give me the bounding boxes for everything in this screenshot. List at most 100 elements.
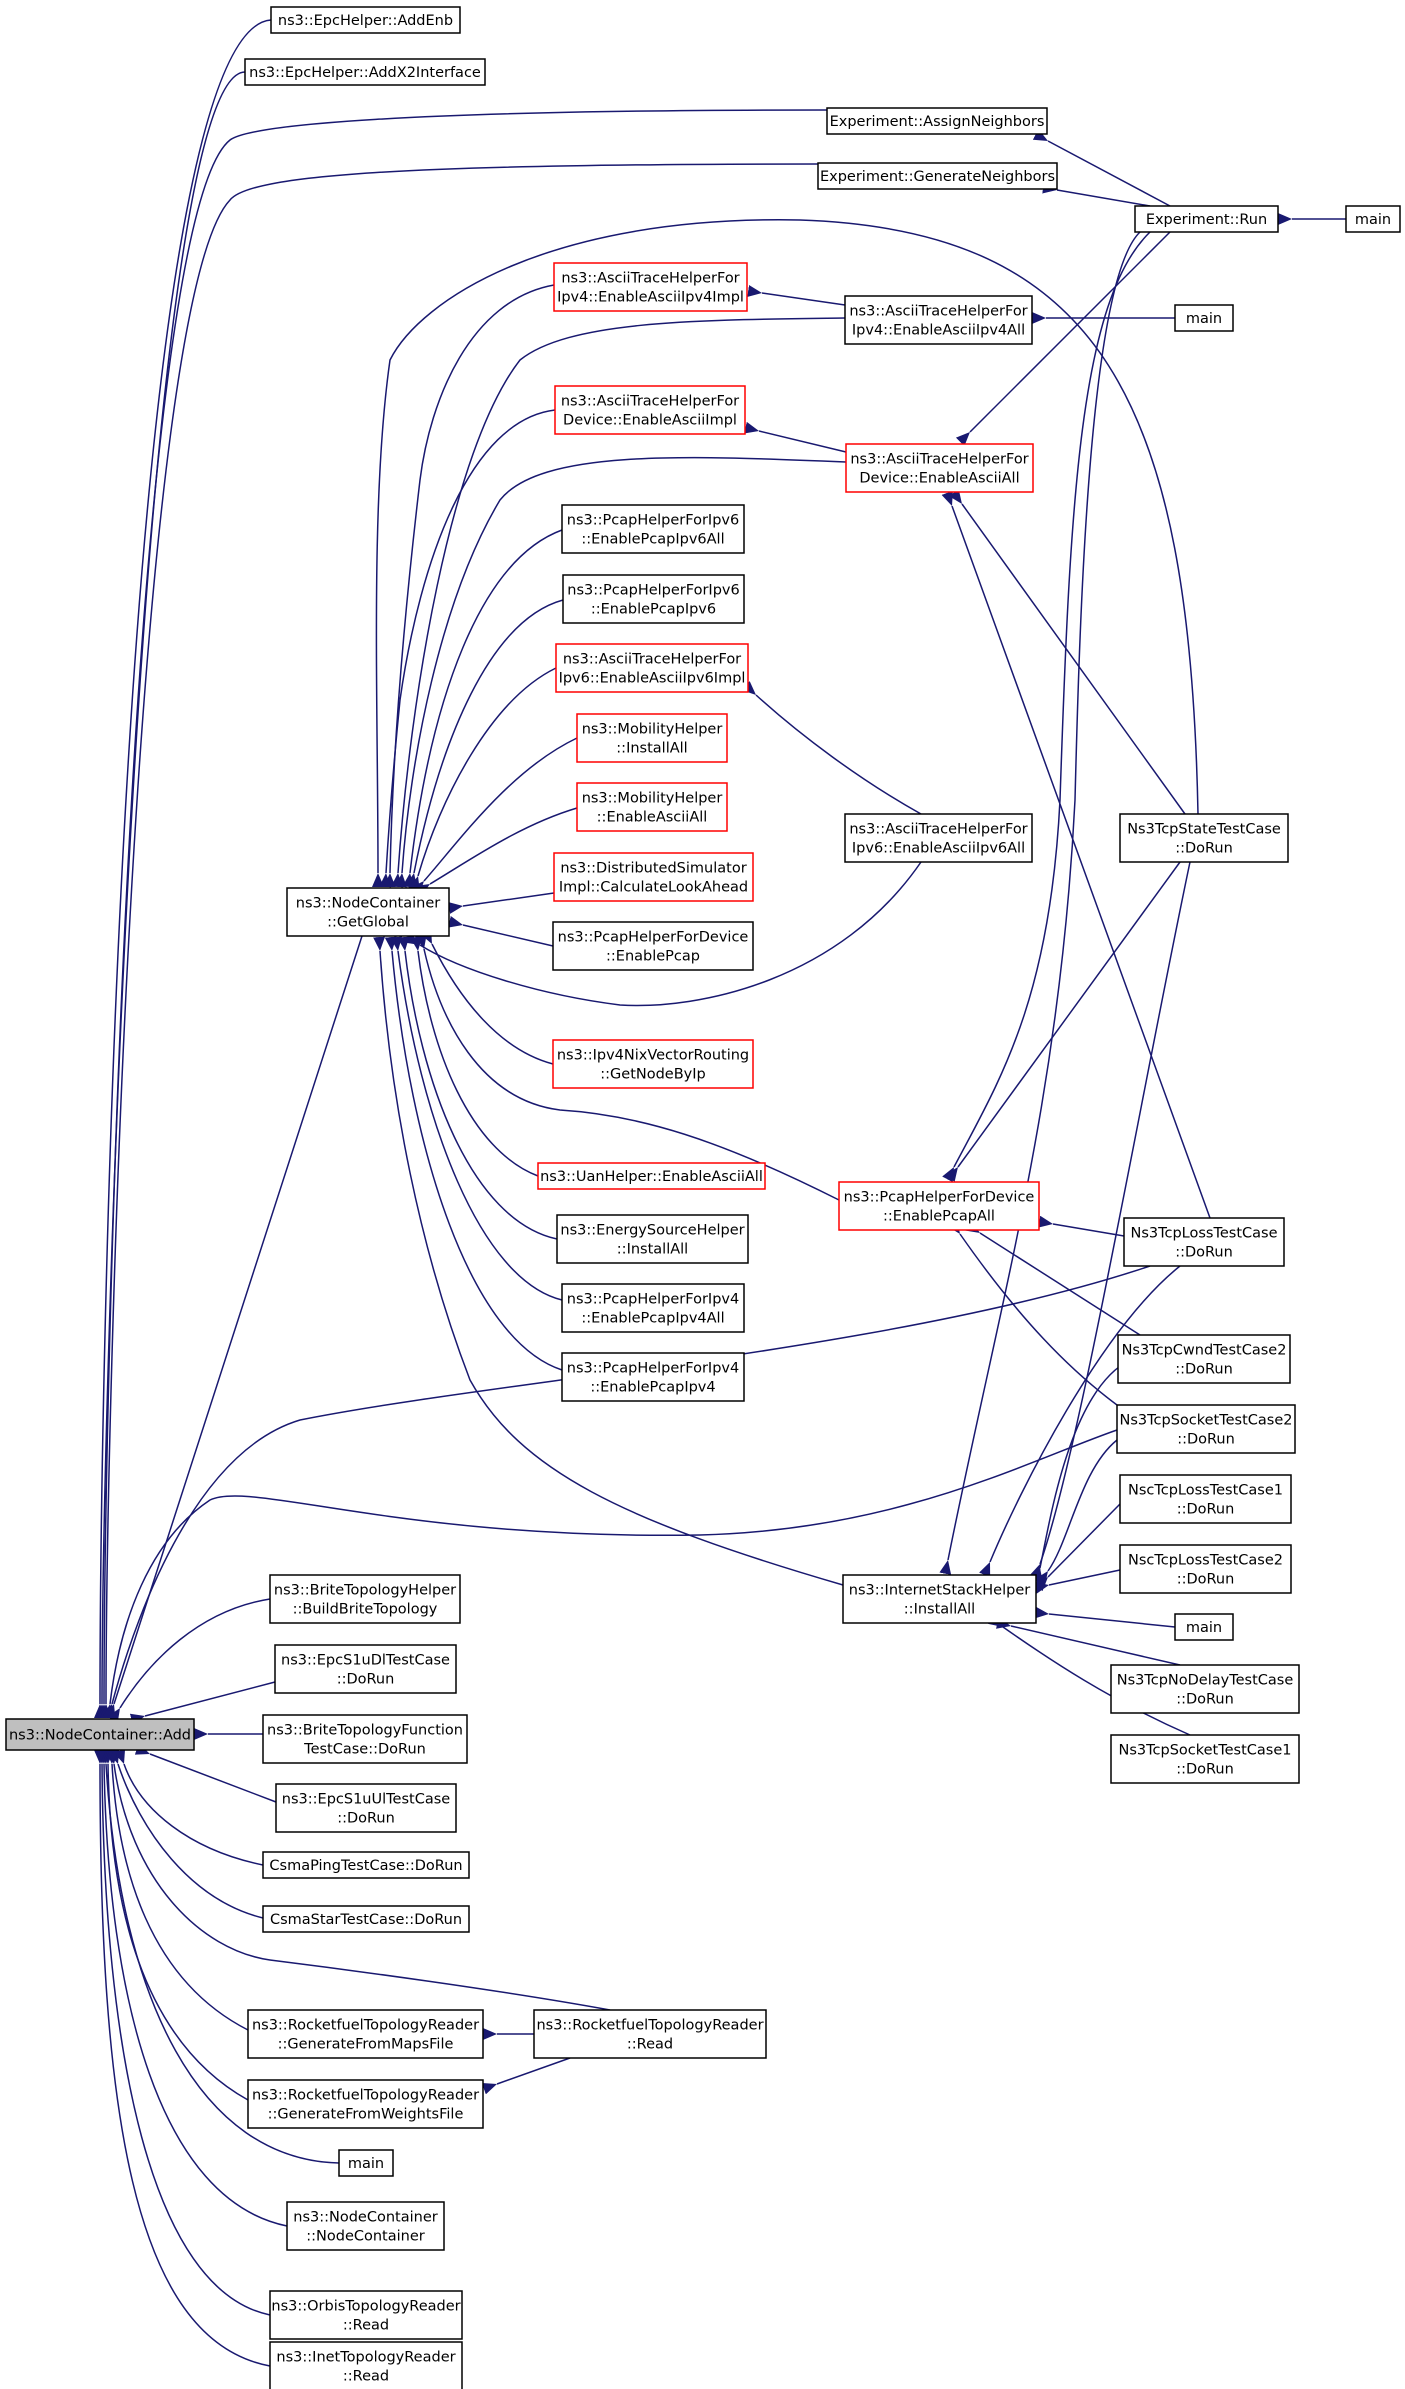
- node-ipv6all[interactable]: ns3::AsciiTraceHelperForIpv6::EnableAsci…: [844, 813, 1033, 863]
- node-main2[interactable]: main: [1174, 304, 1234, 332]
- edge-ipv6impl-to-getglobal: [408, 667, 557, 892]
- edge-pcapipv6-to-getglobal: [405, 599, 564, 888]
- node-nixvec[interactable]: ns3::Ipv4NixVectorRouting::GetNodeByIp: [552, 1039, 754, 1089]
- node-energy[interactable]: ns3::EnergySourceHelper::InstallAll: [556, 1214, 749, 1264]
- edge-rfweights-to-add: [101, 1749, 249, 2101]
- edge-ipv6all-to-ipv6impl: [741, 681, 922, 815]
- node-tcpsock2[interactable]: Ns3TcpSocketTestCase2::DoRun: [1116, 1404, 1296, 1454]
- node-box: [1119, 1544, 1292, 1594]
- node-box: [826, 107, 1048, 135]
- node-box: [553, 262, 748, 312]
- node-label: ns3::UanHelper::EnableAsciiAll: [540, 1169, 763, 1185]
- node-label: Experiment::AssignNeighbors: [830, 114, 1045, 130]
- edge-nixvec-to-getglobal: [420, 928, 554, 1065]
- edge-assign-to-add: [97, 109, 828, 1719]
- node-pcapipv4all[interactable]: ns3::PcapHelperForIpv4::EnablePcapIpv4Al…: [561, 1283, 745, 1333]
- node-assign[interactable]: Experiment::AssignNeighbors: [826, 107, 1048, 135]
- node-mobascii[interactable]: ns3::MobilityHelper::EnableAsciiAll: [576, 782, 728, 832]
- node-pcapipv6[interactable]: ns3::PcapHelperForIpv6::EnablePcapIpv6: [562, 574, 745, 624]
- edge-tcpsock1-to-inetstack: [988, 1614, 1191, 1736]
- node-label: ns3::EpcS1uUlTestCase: [282, 1792, 450, 1808]
- node-label: Ns3TcpStateTestCase: [1127, 822, 1281, 838]
- node-box: [1119, 813, 1289, 863]
- node-tcpsock1[interactable]: Ns3TcpSocketTestCase1::DoRun: [1110, 1734, 1300, 1784]
- node-main4[interactable]: main: [338, 2149, 394, 2177]
- node-label: ns3::PcapHelperForDevice: [558, 930, 749, 946]
- node-box: [269, 2341, 463, 2389]
- node-box: [1123, 1217, 1285, 1267]
- edge-mobascii-to-getglobal: [414, 807, 578, 897]
- node-label: ns3::NodeContainer: [293, 2210, 437, 2226]
- node-britefn[interactable]: ns3::BriteTopologyFunctionTestCase::DoRu…: [262, 1714, 468, 1764]
- node-pcapdev[interactable]: ns3::PcapHelperForDevice::EnablePcap: [552, 921, 754, 971]
- node-box: [561, 1352, 745, 1402]
- edge-rfread-to-add: [106, 1749, 611, 2011]
- node-ipv4all[interactable]: ns3::AsciiTraceHelperForIpv4::EnableAsci…: [844, 295, 1033, 345]
- node-main3[interactable]: main: [1174, 1613, 1234, 1641]
- node-box: [274, 1644, 457, 1694]
- node-label: ::DoRun: [1175, 1362, 1233, 1378]
- node-rfmaps[interactable]: ns3::RocketfuelTopologyReader::GenerateF…: [247, 2009, 484, 2059]
- node-label: ns3::MobilityHelper: [582, 791, 723, 807]
- node-nscloss2[interactable]: NscTcpLossTestCase2::DoRun: [1119, 1544, 1292, 1594]
- node-epcdl[interactable]: ns3::EpcS1uDlTestCase::DoRun: [274, 1644, 457, 1694]
- node-mobinst[interactable]: ns3::MobilityHelper::InstallAll: [576, 713, 728, 763]
- node-getglobal[interactable]: ns3::NodeContainer::GetGlobal: [286, 887, 450, 937]
- node-box: [552, 921, 754, 971]
- edge-csmaping-to-add: [113, 1748, 264, 1866]
- node-pcapipv6all[interactable]: ns3::PcapHelperForIpv6::EnablePcapIpv6Al…: [561, 504, 745, 554]
- node-add[interactable]: ns3::NodeContainer::Add: [5, 1718, 195, 1751]
- node-devall[interactable]: ns3::AsciiTraceHelperForDevice::EnableAs…: [845, 443, 1034, 493]
- node-nodecont[interactable]: ns3::NodeContainer::NodeContainer: [286, 2201, 445, 2251]
- edge-tcpcwnd2-to-pcapdevall: [964, 1220, 1141, 1336]
- node-label: ns3::RocketfuelTopologyReader: [252, 2088, 479, 2104]
- node-label: ::BuildBriteTopology: [293, 1602, 438, 1618]
- edge-tcploss-to-add: [102, 1265, 1151, 1720]
- node-pcapdevall[interactable]: ns3::PcapHelperForDevice::EnablePcapAll: [838, 1181, 1040, 1231]
- node-label: ns3::PcapHelperForIpv4: [567, 1292, 739, 1308]
- node-exprun[interactable]: Experiment::Run: [1134, 205, 1279, 233]
- node-box: [1134, 205, 1279, 233]
- edge-tcpcwnd2-to-inetstack: [1031, 1359, 1131, 1583]
- node-pcapipv4[interactable]: ns3::PcapHelperForIpv4::EnablePcapIpv4: [561, 1352, 745, 1402]
- node-box: [262, 1851, 470, 1879]
- node-label: ::DoRun: [1175, 1245, 1233, 1261]
- node-uan[interactable]: ns3::UanHelper::EnableAsciiAll: [537, 1162, 766, 1190]
- node-addenb[interactable]: ns3::EpcHelper::AddEnb: [270, 6, 461, 34]
- node-addx2[interactable]: ns3::EpcHelper::AddX2Interface: [244, 58, 486, 86]
- node-box: [269, 2290, 463, 2340]
- node-box: [556, 1214, 749, 1264]
- node-label: ::DoRun: [1177, 1502, 1235, 1518]
- node-brite[interactable]: ns3::BriteTopologyHelper::BuildBriteTopo…: [269, 1574, 461, 1624]
- node-rfread[interactable]: ns3::RocketfuelTopologyReader::Read: [533, 2009, 767, 2059]
- node-distsim[interactable]: ns3::DistributedSimulatorImpl::Calculate…: [553, 852, 754, 902]
- nodes-layer: ns3::NodeContainer::Add ns3::EpcHelper::A…: [5, 6, 1401, 2389]
- node-devimpl[interactable]: ns3::AsciiTraceHelperForDevice::EnableAs…: [554, 385, 746, 435]
- node-main1[interactable]: main: [1345, 205, 1401, 233]
- node-box: [269, 1574, 461, 1624]
- node-tcpnodelay[interactable]: Ns3TcpNoDelayTestCase::DoRun: [1110, 1664, 1300, 1714]
- node-tcpstate[interactable]: Ns3TcpStateTestCase::DoRun: [1119, 813, 1289, 863]
- node-inetstack[interactable]: ns3::InternetStackHelper::InstallAll: [842, 1574, 1037, 1624]
- node-ipv6impl[interactable]: ns3::AsciiTraceHelperForIpv6::EnableAsci…: [555, 643, 749, 693]
- node-csmaping[interactable]: CsmaPingTestCase::DoRun: [262, 1851, 470, 1879]
- edge-orbis-to-add: [95, 1749, 271, 2316]
- node-orbis[interactable]: ns3::OrbisTopologyReader::Read: [269, 2290, 463, 2340]
- node-inet[interactable]: ns3::InetTopologyReader::Read: [269, 2341, 463, 2389]
- edge-tcpstate-to-inetstack: [1029, 861, 1191, 1580]
- node-box: [845, 443, 1034, 493]
- node-label: ::EnablePcapIpv4All: [581, 1311, 724, 1327]
- node-label: Experiment::GenerateNeighbors: [820, 169, 1055, 185]
- node-label: Device::EnableAsciiImpl: [563, 413, 737, 429]
- edge-tcpnodelay-to-inetstack: [996, 1617, 1181, 1666]
- node-nscloss1[interactable]: NscTcpLossTestCase1::DoRun: [1119, 1474, 1292, 1524]
- node-ipv4impl[interactable]: ns3::AsciiTraceHelperForIpv4::EnableAsci…: [553, 262, 748, 312]
- node-tcploss[interactable]: Ns3TcpLossTestCase::DoRun: [1123, 1217, 1285, 1267]
- node-tcpcwnd2[interactable]: Ns3TcpCwndTestCase2::DoRun: [1117, 1334, 1291, 1384]
- node-epcul[interactable]: ns3::EpcS1uUlTestCase::DoRun: [275, 1783, 457, 1833]
- edge-ipv4all-to-ipv4impl: [747, 285, 846, 306]
- node-rfweights[interactable]: ns3::RocketfuelTopologyReader::GenerateF…: [247, 2079, 484, 2129]
- node-csmastar[interactable]: CsmaStarTestCase::DoRun: [262, 1905, 470, 1933]
- node-box: [576, 713, 728, 763]
- node-generate[interactable]: Experiment::GenerateNeighbors: [817, 162, 1058, 190]
